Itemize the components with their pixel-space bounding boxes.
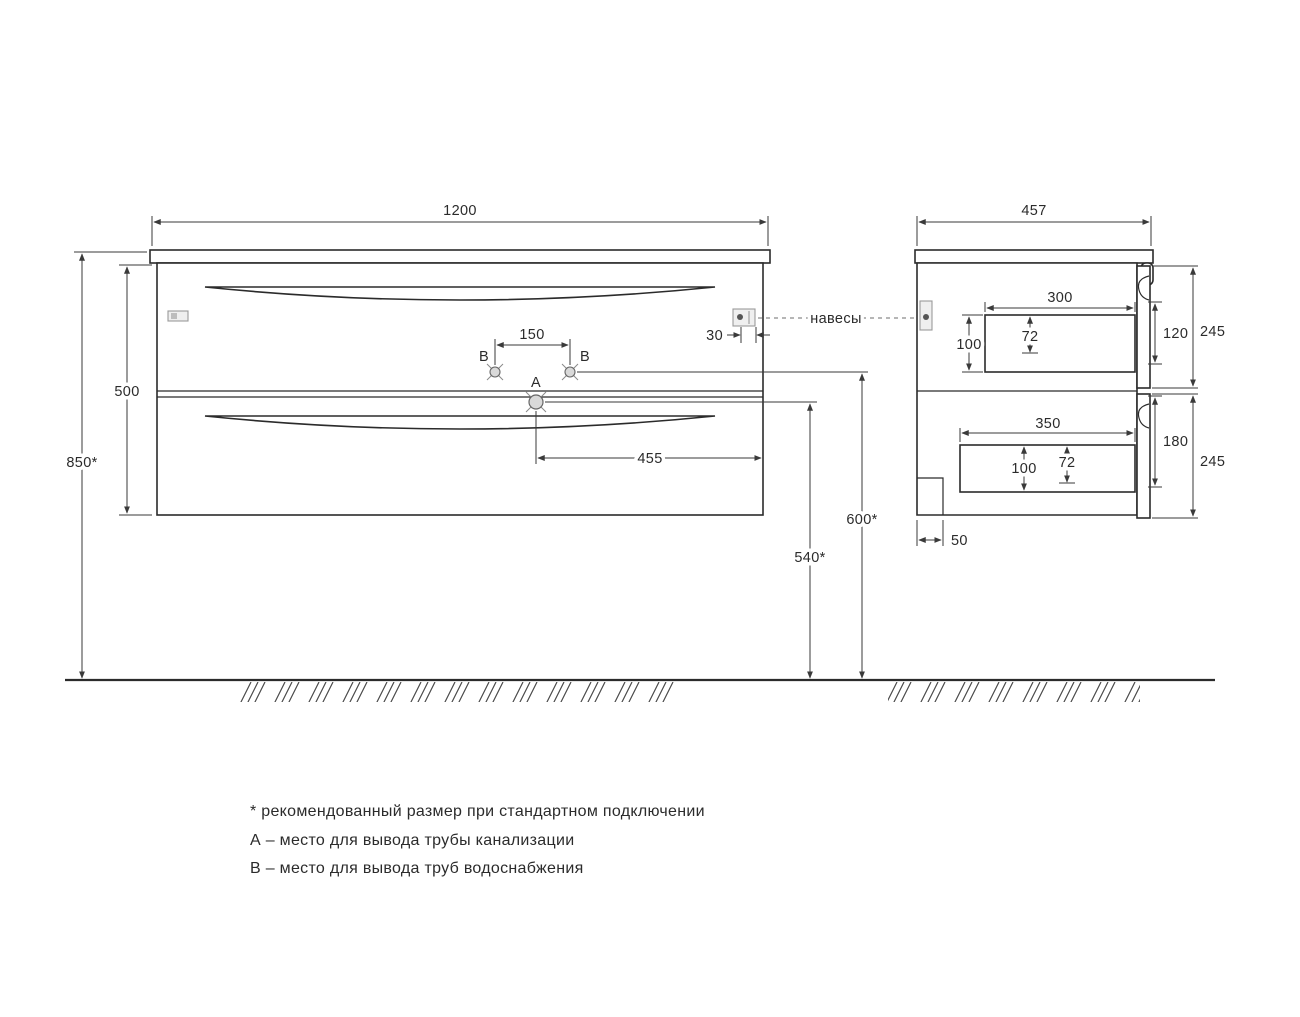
dim-front-height: 500 [114,384,139,400]
side-countertop [914,249,1154,264]
side-dimensions: 457 300 100 72 120 245 350 100 [916,203,1225,549]
right-hanger-icon [732,308,756,327]
dim-bottom-drawer-width: 350 [1035,416,1060,432]
dim-supply-height: 600* [846,512,877,528]
label-point-a: A [531,375,541,391]
front-countertop [149,249,771,264]
bottom-drawer-front [1136,393,1151,519]
bottom-drawer-box [959,444,1136,493]
dim-top-drawer-depth: 100 [956,337,981,353]
dim-depth: 457 [1021,203,1046,219]
dim-top-gap: 120 [1163,326,1188,342]
side-hanger-icon [919,300,933,331]
dim-bottom-drawer-depth: 100 [1011,461,1036,477]
legend-note-b: В – место для вывода труб водоснабжения [250,860,584,877]
legend-note-a: А – место для вывода трубы канализации [250,832,574,849]
dim-mount-height: 850* [66,455,97,471]
front-cabinet-body [156,262,764,516]
dim-bottom-drawer-side: 72 [1059,455,1076,471]
ground [65,678,1215,702]
dim-bottom-front-height: 245 [1200,454,1225,470]
front-dimensions: 1200 850* 500 150 B B A 455 30 навесы [63,203,920,679]
bottom-groove-profile [1137,403,1150,429]
front-view [149,249,771,516]
side-view [914,249,1154,519]
label-point-b-left: B [479,349,489,365]
dim-drain-offset: 455 [637,451,662,467]
point-b-left-symbol [486,363,504,381]
top-groove-profile [1137,275,1150,301]
dim-top-front-height: 245 [1200,324,1225,340]
drawer1-handle-groove [204,286,716,301]
drawer2-handle-groove [204,415,716,430]
label-hangers: навесы [810,311,861,327]
dim-supply-spacing: 150 [519,327,544,343]
top-drawer-front [1136,265,1151,389]
dim-back-clearance: 50 [951,533,968,549]
dim-hanger-offset: 30 [706,328,723,344]
dim-drain-height: 540* [794,550,825,566]
ground-hatching-right [888,682,1140,702]
legend: * рекомендованный размер при стандартном… [250,803,705,877]
back-clearance-notch [917,477,944,515]
dim-front-width: 1200 [443,203,477,219]
dim-bottom-gap: 180 [1163,434,1188,450]
point-b-right-symbol [561,363,579,381]
left-hanger-icon [167,310,189,322]
ground-hatching-left [240,682,680,702]
dim-top-drawer-side: 72 [1022,329,1039,345]
top-drawer-box [984,314,1136,373]
legend-note-asterisk: * рекомендованный размер при стандартном… [250,803,705,820]
point-a-symbol [525,391,547,413]
label-point-b-right: B [580,349,590,365]
dim-top-drawer-width: 300 [1047,290,1072,306]
